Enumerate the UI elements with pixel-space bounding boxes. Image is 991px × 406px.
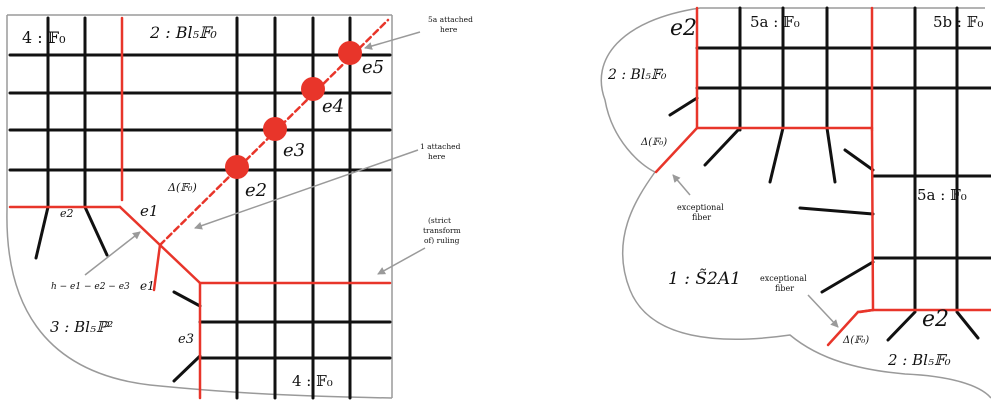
point-e2 xyxy=(225,155,249,179)
point-e3 xyxy=(263,117,287,141)
label-e5: e5 xyxy=(362,57,384,78)
right-region-2-left: 2 : Bl₅𝔽₀ xyxy=(607,67,667,83)
right-grid xyxy=(668,6,991,342)
svg-text:(strict: (strict xyxy=(428,216,451,225)
right-exceptional-fiber-2: exceptional fiber xyxy=(760,274,807,293)
svg-text:here: here xyxy=(428,152,446,161)
left-diagram: 4 : 𝔽₀ 2 : Bl₅𝔽₀ 3 : Bl₅ℙ² 4 : 𝔽₀ e5 e4 … xyxy=(6,14,473,400)
right-region-e2-top: e2 xyxy=(670,16,697,41)
right-region-2-bottom: 2 : Bl₅𝔽₀ xyxy=(887,351,951,369)
right-exceptional-fiber-1: exceptional fiber xyxy=(677,203,724,222)
label-delta: Δ(𝔽₀) xyxy=(167,181,197,194)
label-e3: e3 xyxy=(283,140,305,161)
right-delta-top: Δ(𝔽₀) xyxy=(640,137,667,148)
right-region-e2-bottom: e2 xyxy=(922,307,949,332)
left-region-bottom-right: 4 : 𝔽₀ xyxy=(292,372,333,390)
svg-text:transform: transform xyxy=(423,226,461,235)
right-diagram: e2 5a : 𝔽₀ 5b : 𝔽₀ 2 : Bl₅𝔽₀ Δ(𝔽₀) excep… xyxy=(600,6,991,399)
right-region-5a-top: 5a : 𝔽₀ xyxy=(750,13,800,31)
right-delta-bottom: Δ(𝔽₀) xyxy=(842,335,869,346)
right-arrows xyxy=(672,174,839,328)
label-e2: e2 xyxy=(245,180,267,201)
left-grid xyxy=(8,16,392,400)
label-edge-e1-lower: e1 xyxy=(140,279,155,293)
label-line-class: h − e1 − e2 − e3 xyxy=(51,282,130,292)
svg-text:here: here xyxy=(440,25,458,34)
left-region-top-mid: 2 : Bl₅𝔽₀ xyxy=(149,23,217,42)
point-e5 xyxy=(338,41,362,65)
right-region-5b: 5b : 𝔽₀ xyxy=(933,13,983,31)
label-edge-e3: e3 xyxy=(178,332,194,347)
left-frame xyxy=(6,14,393,399)
label-edge-e1-upper: e1 xyxy=(140,202,158,220)
right-outline xyxy=(600,7,991,399)
svg-text:exceptional: exceptional xyxy=(760,274,807,283)
note-5a: 5a attached here xyxy=(428,15,473,34)
svg-text:5a attached: 5a attached xyxy=(428,15,473,24)
note-ruling: (strict transform of) ruling xyxy=(423,216,461,245)
svg-text:fiber: fiber xyxy=(692,213,711,222)
left-arrows xyxy=(84,31,426,276)
label-e4: e4 xyxy=(322,96,344,117)
svg-text:of) ruling: of) ruling xyxy=(424,236,460,245)
right-region-5a-mid: 5a : 𝔽₀ xyxy=(917,186,967,204)
right-red-lines xyxy=(654,6,991,347)
label-edge-e2: e2 xyxy=(60,207,74,220)
note-1: 1 attached here xyxy=(420,142,461,161)
right-region-1: 1 : S̃2A1 xyxy=(668,269,741,289)
svg-text:1 attached: 1 attached xyxy=(420,142,461,151)
left-region-bottom-left: 3 : Bl₅ℙ² xyxy=(50,318,113,336)
point-e4 xyxy=(301,77,325,101)
svg-text:fiber: fiber xyxy=(775,284,794,293)
left-region-top-left: 4 : 𝔽₀ xyxy=(22,28,66,47)
svg-text:exceptional: exceptional xyxy=(677,203,724,212)
left-points xyxy=(225,41,362,179)
